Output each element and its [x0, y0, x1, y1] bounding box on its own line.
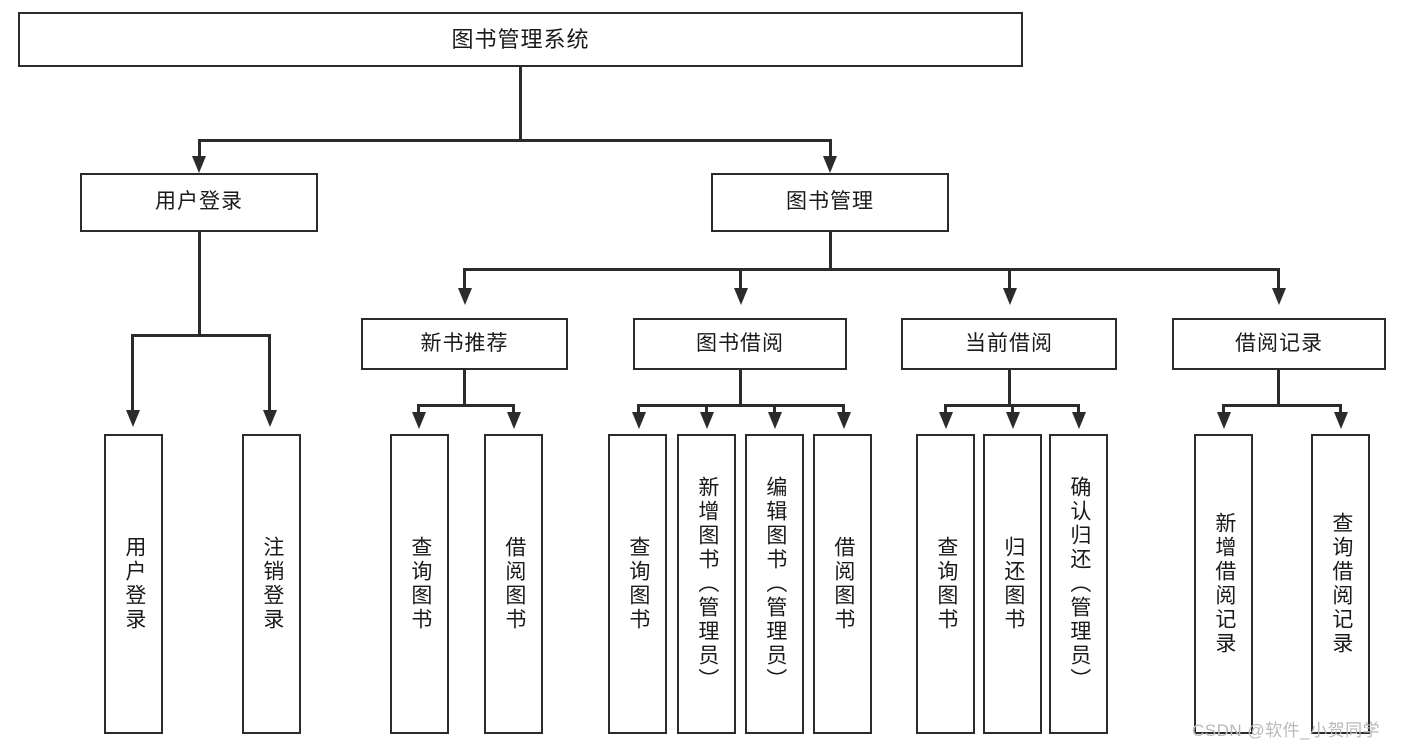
connector-user-login-bar — [131, 334, 268, 337]
connector-current-borrow-stem — [1008, 370, 1011, 406]
node-label: 新增借阅记录 — [1212, 512, 1236, 656]
node-label: 图书管理系统 — [451, 26, 590, 52]
arrow-book-manage-to-record — [1272, 288, 1286, 305]
node-label: 借阅图书 — [831, 536, 855, 632]
connector-root-drop-right — [829, 139, 832, 161]
node-label: 图书管理 — [786, 190, 874, 214]
node-label: 用户登录 — [122, 536, 146, 632]
node-label: 归还图书 — [1001, 536, 1025, 632]
arrow-new-book-to-query — [412, 412, 426, 429]
connector-book-manage-drop-2 — [739, 268, 742, 292]
node-label: 当前借阅 — [965, 331, 1053, 355]
arrow-book-manage-to-new-book — [458, 288, 472, 305]
node-book-borrow[interactable]: 图书借阅 — [633, 318, 847, 370]
arrow-new-book-to-borrow — [507, 412, 521, 429]
connector-current-borrow-drop-3 — [1077, 404, 1080, 416]
node-label: 查询借阅记录 — [1329, 512, 1353, 656]
connector-book-borrow-drop-2 — [705, 404, 708, 416]
connector-current-borrow-drop-2 — [1011, 404, 1014, 416]
arrow-current-borrow-to-query — [939, 412, 953, 429]
arrow-borrow-record-to-query — [1334, 412, 1348, 429]
connector-book-borrow-drop-1 — [637, 404, 640, 416]
node-label: 用户登录 — [155, 190, 243, 214]
connector-book-borrow-drop-3 — [773, 404, 776, 416]
leaf-return-book[interactable]: 归还图书 — [983, 434, 1042, 734]
connector-book-borrow-bar — [637, 404, 844, 407]
connector-borrow-record-stem — [1277, 370, 1280, 406]
node-label: 图书借阅 — [696, 331, 784, 355]
arrow-book-manage-to-current — [1003, 288, 1017, 305]
leaf-query-book-borrow[interactable]: 查询图书 — [608, 434, 667, 734]
connector-user-login-stem — [198, 232, 201, 336]
connector-book-borrow-stem — [739, 370, 742, 406]
node-label: 确认归还（管理员） — [1067, 476, 1091, 692]
arrow-current-borrow-to-confirm — [1072, 412, 1086, 429]
arrow-user-login-to-logout — [263, 410, 277, 427]
connector-borrow-record-drop-1 — [1222, 404, 1225, 416]
connector-root-stem — [519, 67, 522, 141]
arrow-book-borrow-to-lend — [837, 412, 851, 429]
connector-book-manage-stem — [829, 232, 832, 270]
node-borrow-record[interactable]: 借阅记录 — [1172, 318, 1386, 370]
arrow-user-login-to-login — [126, 410, 140, 427]
leaf-borrow-book[interactable]: 借阅图书 — [813, 434, 872, 734]
node-label: 注销登录 — [260, 536, 284, 632]
connector-root-bar — [198, 139, 831, 142]
leaf-confirm-return-admin[interactable]: 确认归还（管理员） — [1049, 434, 1108, 734]
connector-book-borrow-drop-4 — [842, 404, 845, 416]
arrow-book-borrow-to-edit — [768, 412, 782, 429]
node-label: 借阅图书 — [502, 536, 526, 632]
connector-book-manage-drop-1 — [463, 268, 466, 292]
arrow-root-to-user-login — [192, 156, 206, 173]
node-label: 查询图书 — [408, 536, 432, 632]
arrow-root-to-book-manage — [823, 156, 837, 173]
node-label: 查询图书 — [934, 536, 958, 632]
connector-new-book-bar — [417, 404, 514, 407]
node-book-management[interactable]: 图书管理 — [711, 173, 949, 232]
node-label: 借阅记录 — [1235, 331, 1323, 355]
leaf-edit-book-admin[interactable]: 编辑图书（管理员） — [745, 434, 804, 734]
node-new-book-recommend[interactable]: 新书推荐 — [361, 318, 568, 370]
arrow-book-borrow-to-query — [632, 412, 646, 429]
node-current-borrow[interactable]: 当前借阅 — [901, 318, 1117, 370]
connector-new-book-drop-2 — [512, 404, 515, 416]
node-label: 查询图书 — [626, 536, 650, 632]
node-root-system[interactable]: 图书管理系统 — [18, 12, 1023, 67]
connector-borrow-record-bar — [1222, 404, 1341, 407]
connector-book-manage-bar — [463, 268, 1277, 271]
connector-book-manage-drop-4 — [1277, 268, 1280, 292]
node-label: 新增图书（管理员） — [695, 476, 719, 692]
connector-new-book-drop-1 — [417, 404, 420, 416]
leaf-query-book-current[interactable]: 查询图书 — [916, 434, 975, 734]
connector-root-drop-left — [198, 139, 201, 161]
csdn-watermark: CSDN @软件_小贺同学 — [1192, 721, 1381, 740]
leaf-logout[interactable]: 注销登录 — [242, 434, 301, 734]
leaf-borrow-book-recommend[interactable]: 借阅图书 — [484, 434, 543, 734]
leaf-user-login[interactable]: 用户登录 — [104, 434, 163, 734]
node-user-login[interactable]: 用户登录 — [80, 173, 318, 232]
connector-user-login-drop-2 — [268, 334, 271, 414]
connector-new-book-stem — [463, 370, 466, 406]
connector-user-login-drop-1 — [131, 334, 134, 414]
arrow-book-borrow-to-add — [700, 412, 714, 429]
connector-borrow-record-drop-2 — [1339, 404, 1342, 416]
arrow-borrow-record-to-add — [1217, 412, 1231, 429]
leaf-add-borrow-record[interactable]: 新增借阅记录 — [1194, 434, 1253, 734]
leaf-add-book-admin[interactable]: 新增图书（管理员） — [677, 434, 736, 734]
node-label: 编辑图书（管理员） — [763, 476, 787, 692]
node-label: 新书推荐 — [420, 331, 509, 355]
leaf-query-borrow-record[interactable]: 查询借阅记录 — [1311, 434, 1370, 734]
connector-book-manage-drop-3 — [1008, 268, 1011, 292]
leaf-query-book-recommend[interactable]: 查询图书 — [390, 434, 449, 734]
arrow-book-manage-to-borrow — [734, 288, 748, 305]
connector-current-borrow-drop-1 — [944, 404, 947, 416]
arrow-current-borrow-to-return — [1006, 412, 1020, 429]
